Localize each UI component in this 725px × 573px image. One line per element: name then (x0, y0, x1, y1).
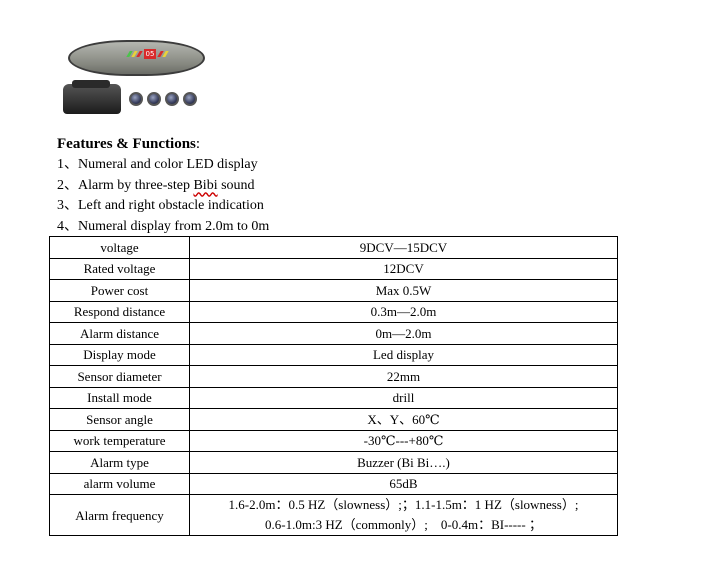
spec-label: Display mode (49, 343, 190, 366)
spec-value: Buzzer (Bi Bi….) (189, 451, 618, 474)
feature-item: 4、Numeral display from 2.0m to 0m (57, 219, 270, 235)
product-image: 05 (55, 36, 215, 126)
led-bar-yellow (162, 51, 169, 57)
spec-label: Alarm type (49, 451, 190, 474)
spec-value: -30℃---+80℃ (189, 429, 618, 452)
spec-label: alarm volume (49, 472, 190, 495)
control-box (63, 80, 121, 114)
sensor-icon (183, 92, 197, 106)
feature-item: 1、Numeral and color LED display (57, 156, 258, 172)
frequency-line: 0.6-1.0m:3 HZ（commonly）; 0-0.4m：BI----- … (265, 517, 542, 532)
features-section: Features & Functions: 1、Numeral and colo… (57, 134, 269, 238)
frequency-line: 1.6-2.0m：0.5 HZ（slowness）;；1.1-1.5m：1 HZ… (228, 497, 579, 512)
rearview-mirror-display: 05 (68, 40, 205, 76)
sensor-icon (165, 92, 179, 106)
spec-value: 22mm (189, 365, 618, 388)
features-heading: Features & Functions: (57, 136, 201, 152)
spec-label: Sensor diameter (49, 365, 190, 388)
spec-value: 65dB (189, 472, 618, 495)
spec-value: 9DCV—15DCV (189, 236, 618, 259)
spec-value: 1.6-2.0m：0.5 HZ（slowness）;；1.1-1.5m：1 HZ… (189, 494, 618, 536)
spec-label: Respond distance (49, 300, 190, 323)
feature-item: 3、Left and right obstacle indication (57, 198, 264, 214)
spec-value: X、Y、60℃ (189, 408, 618, 431)
table-row: work temperature-30℃---+80℃ (49, 429, 618, 452)
led-bar-red (136, 51, 143, 57)
led-indicator: 05 (126, 49, 169, 59)
spec-value: 0m—2.0m (189, 322, 618, 345)
spec-label: Install mode (49, 386, 190, 409)
spec-value: Max 0.5W (189, 279, 618, 302)
spec-label: Alarm distance (49, 322, 190, 345)
spec-value: 12DCV (189, 257, 618, 280)
spec-label: Rated voltage (49, 257, 190, 280)
spec-label: Sensor angle (49, 408, 190, 431)
led-digit: 05 (144, 49, 156, 59)
sensor-icon (147, 92, 161, 106)
spec-value: 0.3m—2.0m (189, 300, 618, 323)
spec-label: voltage (49, 236, 190, 259)
table-row: Alarm frequency 1.6-2.0m：0.5 HZ（slowness… (49, 494, 618, 536)
spec-value: drill (189, 386, 618, 409)
spec-value: Led display (189, 343, 618, 366)
spec-label: Alarm frequency (49, 494, 190, 536)
feature-item: 2、Alarm by three-step Bibi sound (57, 177, 255, 193)
spec-label: work temperature (49, 429, 190, 452)
sensor-icon (129, 92, 143, 106)
spec-label: Power cost (49, 279, 190, 302)
